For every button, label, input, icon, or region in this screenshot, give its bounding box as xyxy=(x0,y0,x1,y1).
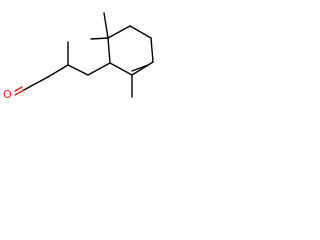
chain-bond-1 xyxy=(32,76,49,86)
chain-bond-2 xyxy=(47,64,69,78)
chain-bond-4 xyxy=(87,62,111,76)
cyclohexene-ring xyxy=(107,25,154,76)
aldehyde-double-bond xyxy=(14,84,34,96)
chain-bond-3 xyxy=(67,64,89,76)
molecule-structure-diagram: O xyxy=(3,12,154,101)
gem-methyl-bond-2 xyxy=(103,12,109,39)
oxygen-atom-label: O xyxy=(3,88,12,101)
gem-methyl-bond-1 xyxy=(90,37,109,40)
